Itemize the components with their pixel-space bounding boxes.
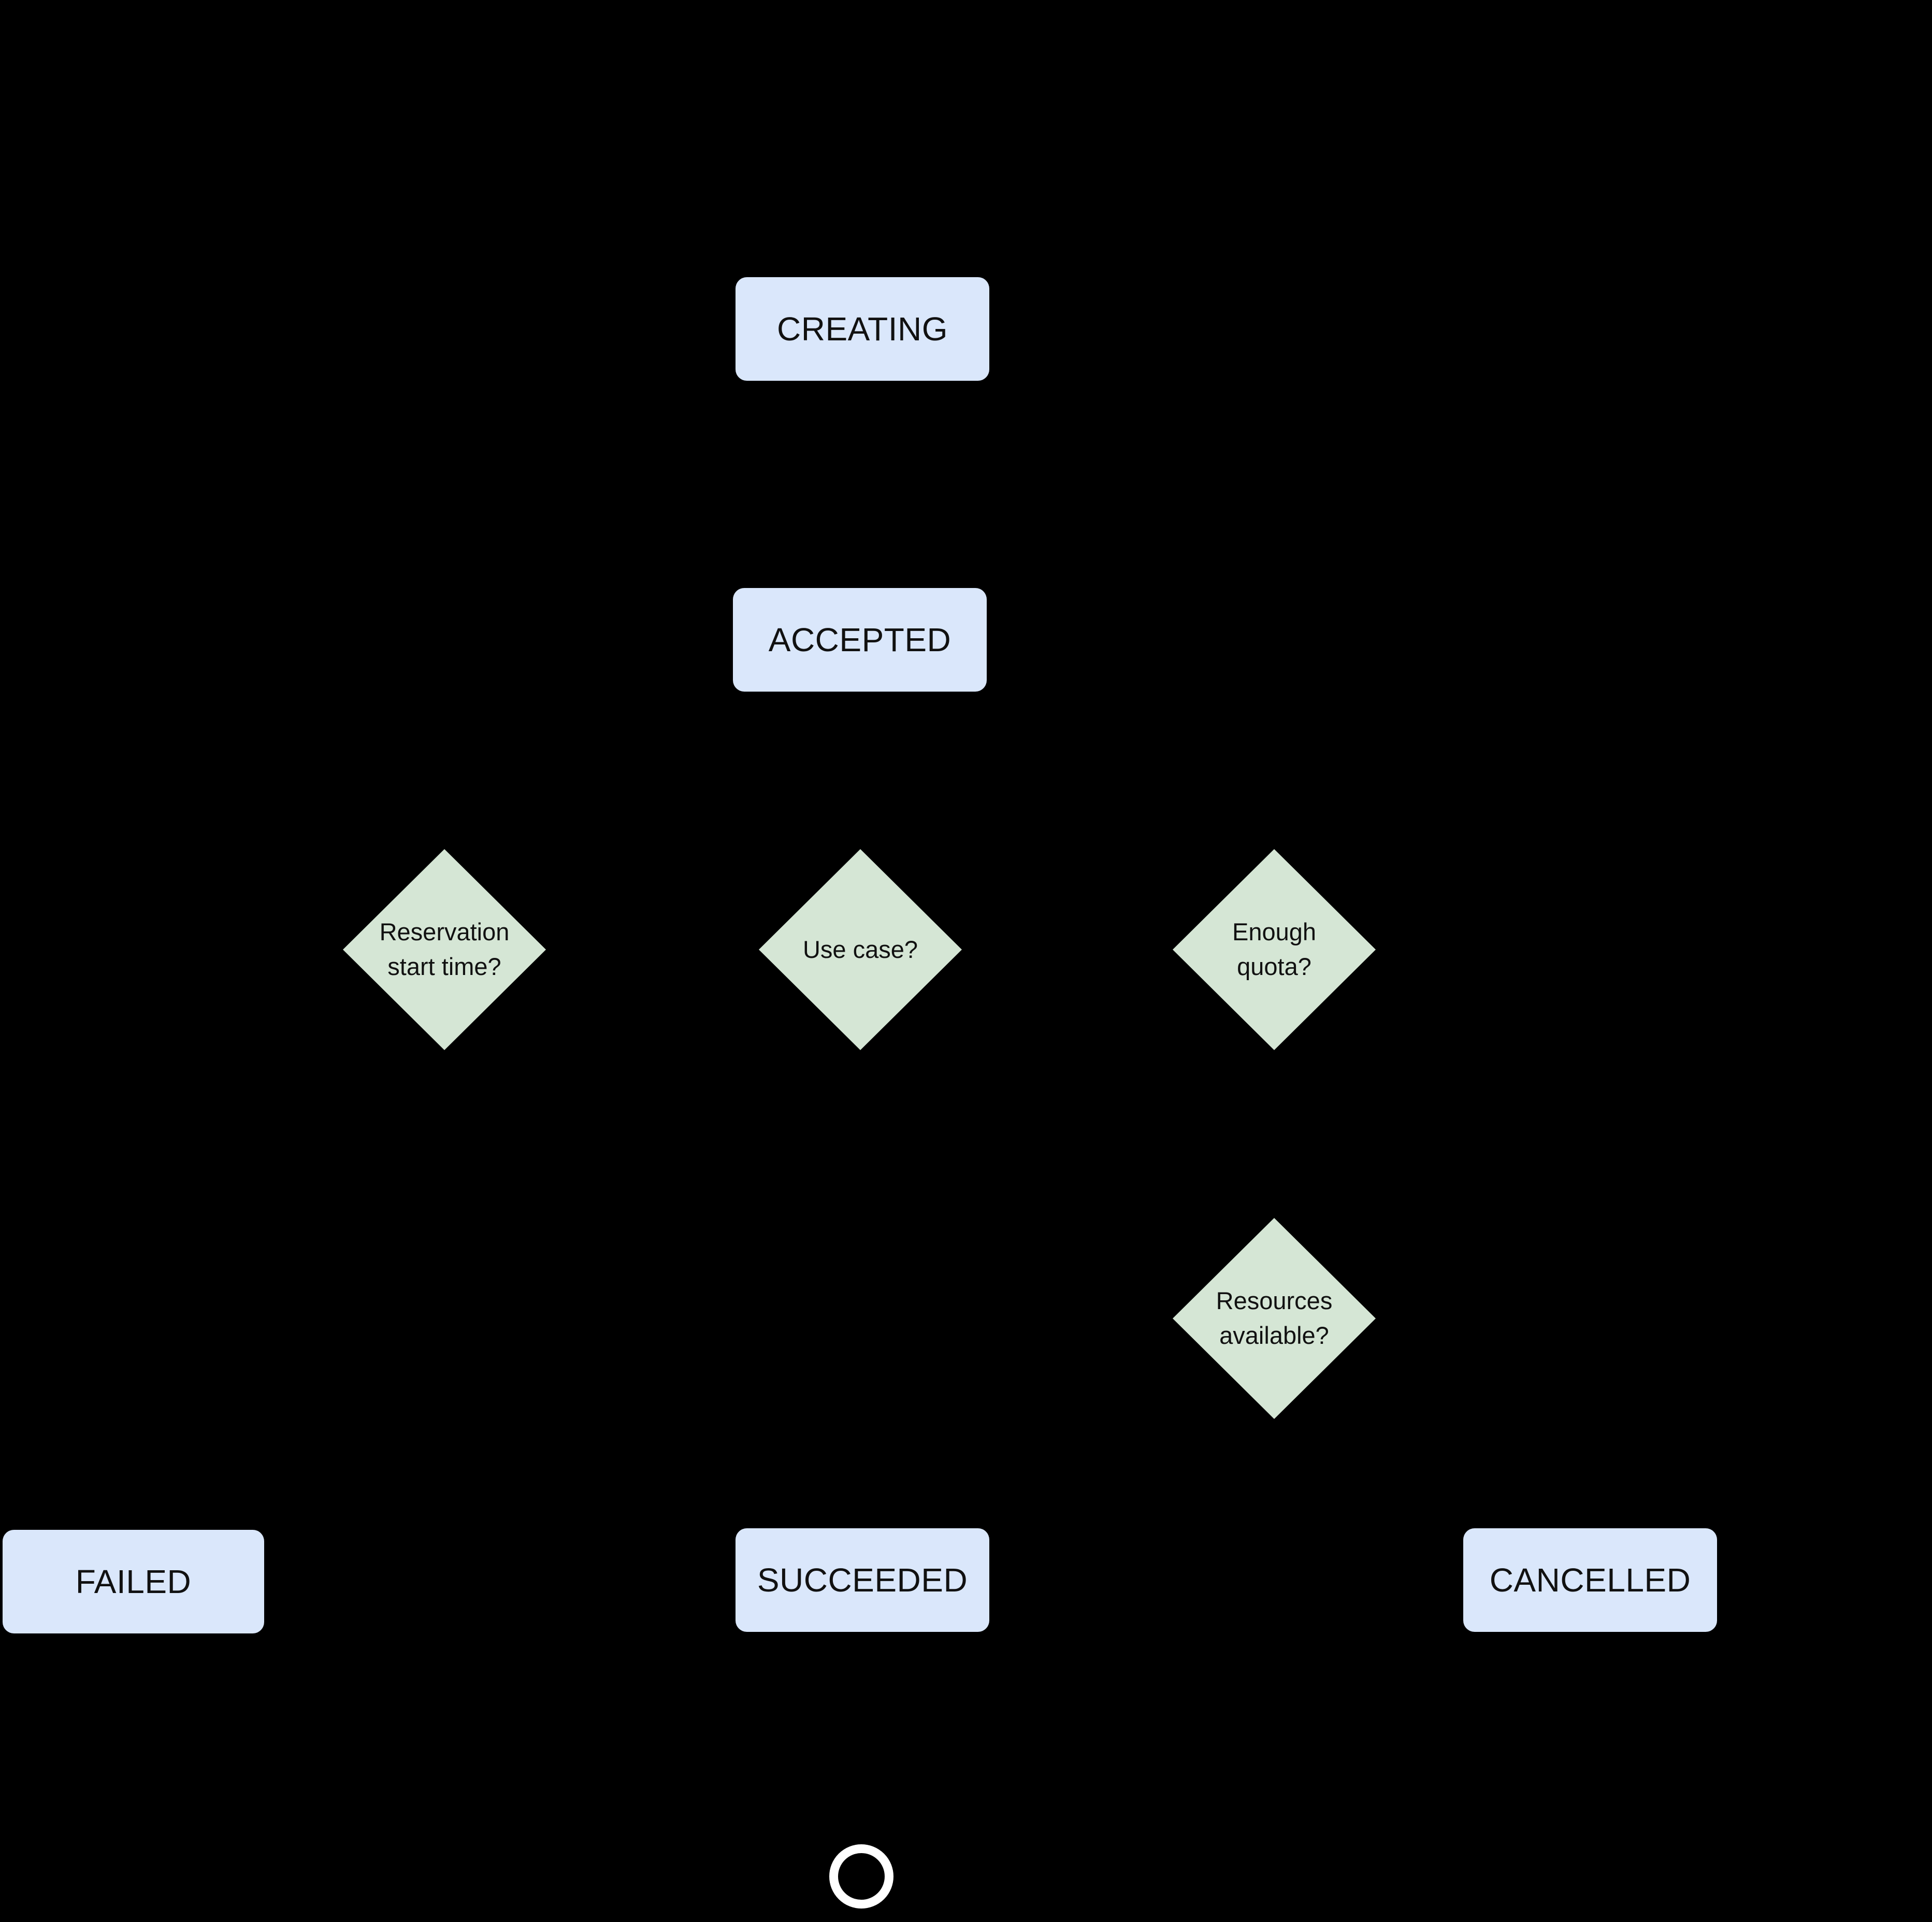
state-node-succeeded[interactable]: SUCCEEDED	[736, 1528, 989, 1632]
state-label-succeeded: SUCCEEDED	[757, 1561, 968, 1599]
state-label-failed: FAILED	[75, 1563, 192, 1600]
state-label-accepted: ACCEPTED	[768, 621, 951, 658]
state-label-creating: CREATING	[777, 310, 948, 348]
state-label-cancelled: CANCELLED	[1489, 1561, 1691, 1599]
decision-label-resources-available: Resources available?	[1216, 1287, 1333, 1349]
state-node-creating[interactable]: CREATING	[736, 277, 989, 381]
edge-accepted-to-reservation-start	[432, 692, 862, 845]
edge-accepted-to-enough-quota	[858, 692, 1286, 845]
decision-label-reservation-start-time: Reservation start time?	[379, 918, 510, 980]
end-node-circle[interactable]	[829, 1844, 893, 1909]
decision-node-use-case[interactable]: Use case?	[759, 849, 962, 1050]
decision-node-resources-available[interactable]: Resources available?	[1173, 1218, 1376, 1419]
edge-reservation-start-to-failed	[122, 1050, 446, 1526]
edge-resources-to-cancelled	[1272, 1419, 1602, 1524]
decision-node-enough-quota[interactable]: Enough quota?	[1173, 849, 1376, 1050]
state-node-failed[interactable]: FAILED	[3, 1530, 264, 1633]
decision-label-enough-quota: Enough quota?	[1232, 918, 1317, 980]
decision-node-reservation-start-time[interactable]: Reservation start time?	[343, 849, 546, 1050]
state-node-cancelled[interactable]: CANCELLED	[1463, 1528, 1717, 1632]
state-node-accepted[interactable]: ACCEPTED	[733, 588, 987, 692]
decision-label-use-case: Use case?	[802, 935, 918, 963]
